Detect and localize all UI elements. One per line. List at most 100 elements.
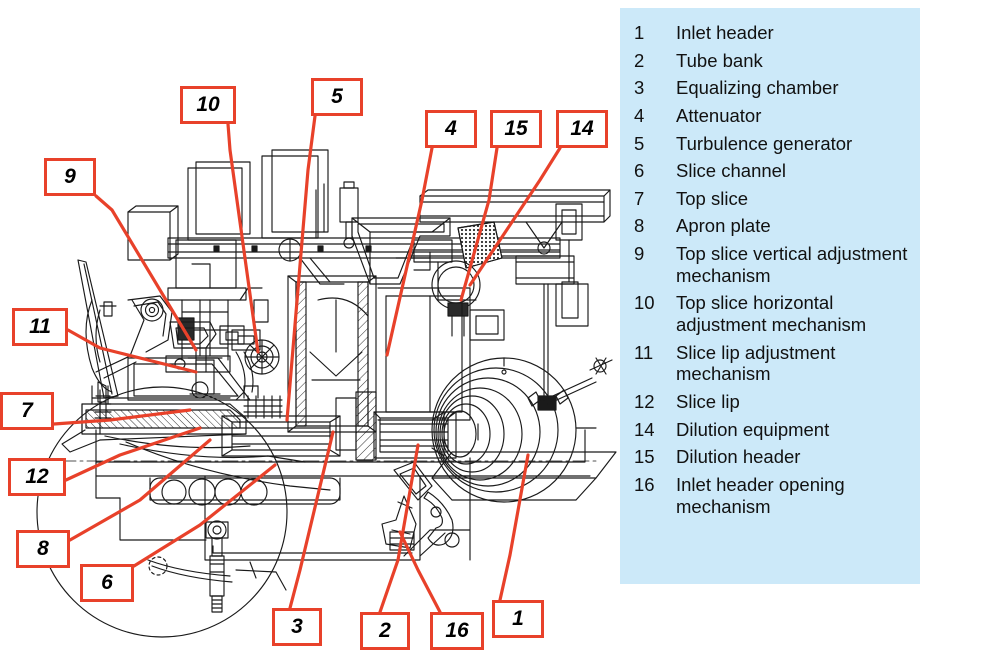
legend-item-label: Inlet header — [676, 22, 774, 43]
callout-box-12: 12 — [8, 458, 66, 496]
callout-number: 6 — [101, 571, 113, 594]
legend-item: 6 Slice channel — [628, 160, 912, 182]
legend-item-number: 2 — [634, 49, 645, 71]
legend-item-number: 9 — [634, 243, 645, 265]
legend-item-number: 4 — [634, 104, 645, 126]
callout-box-2: 2 — [360, 612, 410, 650]
callout-leader-5 — [285, 114, 317, 422]
auxiliary-equipment — [339, 181, 583, 319]
callout-box-3: 3 — [272, 608, 322, 646]
callout-box-6: 6 — [80, 564, 134, 602]
machine-base-frame — [95, 429, 591, 561]
legend-item-number: 5 — [634, 132, 645, 154]
legend-item-number: 7 — [634, 187, 645, 209]
callout-number: 7 — [21, 399, 33, 422]
legend-item-number: 14 — [634, 418, 655, 440]
legend-item-label: Turbulence generator — [676, 132, 853, 154]
callout-leader-1 — [498, 453, 530, 602]
callout-leader-8 — [68, 438, 212, 542]
callout-leader-7 — [52, 408, 192, 426]
legend-item: 14 Dilution equipment — [628, 419, 912, 441]
upper-equipment-panels — [127, 149, 329, 261]
callout-number: 8 — [37, 537, 49, 560]
legend-item-number: 15 — [634, 446, 655, 468]
callout-number: 1 — [512, 607, 524, 630]
legend-item-number: 1 — [634, 22, 645, 43]
legend-item-label: Dilution equipment — [676, 418, 830, 440]
legend-item: 9 Top slice vertical adjustment mechanism — [628, 243, 912, 286]
top-slice-vertical-adjustment — [167, 239, 247, 395]
callout-box-8: 8 — [16, 530, 70, 568]
legend-item-label: Equalizing chamber — [676, 77, 839, 99]
legend-item-label: Top slice vertical adjustment mechanism — [676, 243, 908, 286]
roll-shaft-detail — [147, 520, 287, 613]
callout-leader-11 — [66, 328, 198, 374]
legend-item: 2 Tube bank — [628, 50, 912, 72]
legend-item: 10 Top slice horizontal adjustment mechan… — [628, 292, 912, 335]
dilution-assembly — [395, 189, 611, 411]
callout-box-1: 1 — [492, 600, 544, 638]
legend-panel: 1 Inlet header 2 Tube bank 3 Equalizing chamb… — [620, 8, 920, 584]
callout-leader-9 — [94, 194, 198, 352]
legend-item-number: 3 — [634, 77, 645, 99]
callout-number: 11 — [29, 315, 51, 338]
legend-item-number: 6 — [634, 160, 645, 182]
callout-leader-15 — [459, 146, 499, 302]
legend-item: 8 Apron plate — [628, 215, 912, 237]
legend-item-label: Slice lip — [676, 390, 740, 412]
legend-item-label: Inlet header opening mechanism — [676, 473, 845, 517]
callout-number: 5 — [331, 85, 343, 108]
callout-leader-14 — [468, 146, 562, 287]
legend-item-number: 8 — [634, 215, 645, 237]
legend-item: 1 Inlet header — [628, 22, 912, 44]
legend-item: 3 Equalizing chamber — [628, 77, 912, 99]
legend-list: 1 Inlet header 2 Tube bank 3 Equalizing chamb… — [628, 22, 912, 517]
legend-item: 16 Inlet header opening mechanism — [628, 474, 912, 517]
legend-item-label: Slice lip adjustment mechanism — [676, 341, 836, 385]
legend-item-number: 16 — [634, 473, 655, 495]
callout-leader-2 — [378, 443, 420, 614]
callout-leader-4 — [385, 146, 434, 357]
clamp-hook — [423, 491, 454, 546]
callout-number: 9 — [64, 165, 76, 188]
legend-item-label: Top slice — [676, 187, 748, 209]
callout-number: 12 — [25, 465, 49, 488]
inlet-header — [431, 357, 617, 503]
legend-item: 15 Dilution header — [628, 446, 912, 468]
legend-item-label: Tube bank — [676, 49, 763, 71]
callout-number: 4 — [445, 117, 457, 140]
callout-box-4: 4 — [425, 110, 477, 148]
callout-box-7: 7 — [0, 392, 54, 430]
slice-lip-adjustment-mechanism — [77, 259, 173, 421]
top-slice-horizontal-adjustment — [244, 339, 280, 375]
callout-leader-16 — [398, 530, 442, 614]
legend-item-number: 10 — [634, 292, 655, 314]
left-mechanism-detail — [165, 299, 269, 401]
callout-number: 3 — [291, 615, 303, 638]
callout-leader-12 — [64, 426, 202, 482]
callout-box-15: 15 — [490, 110, 542, 148]
callout-number: 10 — [196, 93, 220, 116]
callout-number: 2 — [379, 619, 391, 642]
callout-number: 16 — [445, 619, 469, 642]
callout-number: 15 — [504, 117, 528, 140]
legend-item-label: Apron plate — [676, 215, 771, 237]
callout-leader-10 — [226, 122, 260, 354]
legend-item-label: Dilution header — [676, 446, 801, 468]
callout-box-11: 11 — [12, 308, 68, 346]
callout-box-9: 9 — [44, 158, 96, 196]
legend-item-label: Top slice horizontal adjustment mechanis… — [676, 292, 867, 336]
callout-box-10: 10 — [180, 86, 236, 124]
callout-box-16: 16 — [430, 612, 484, 650]
legend-item-label: Slice channel — [676, 160, 787, 182]
callout-leader-3 — [288, 430, 335, 610]
breast-roll-circle — [36, 386, 288, 638]
callout-box-5: 5 — [311, 78, 363, 116]
legend-item: 5 Turbulence generator — [628, 133, 912, 155]
legend-item: 7 Top slice — [628, 188, 912, 210]
